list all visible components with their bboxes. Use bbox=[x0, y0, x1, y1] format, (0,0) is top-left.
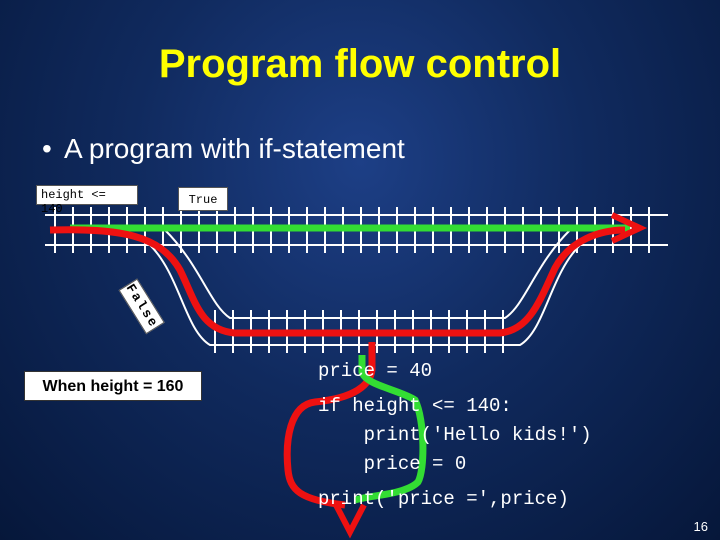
true-arrow-head bbox=[610, 212, 648, 244]
false-path-line bbox=[49, 226, 626, 337]
bullet-dot: • bbox=[42, 133, 52, 164]
code-line-5: print('price =',price) bbox=[318, 488, 569, 510]
code-line-3: print('Hello kids!') bbox=[318, 424, 592, 446]
code-line-2: if height <= 140: bbox=[318, 395, 512, 417]
code-line-4: price = 0 bbox=[318, 453, 467, 475]
code-arrow-head bbox=[333, 503, 367, 539]
slide-title: Program flow control bbox=[158, 42, 562, 86]
code-line-1: price = 40 bbox=[318, 360, 433, 382]
bullet-text: • A program with if-statement bbox=[42, 133, 405, 165]
code-false-path-line bbox=[283, 342, 376, 509]
page-number: 16 bbox=[693, 519, 708, 534]
bullet-label: A program with if-statement bbox=[64, 133, 405, 164]
true-label: True bbox=[178, 187, 228, 211]
code-true-path-line bbox=[353, 355, 427, 504]
when-label: When height = 160 bbox=[24, 371, 202, 401]
condition-label: height <= 140 bbox=[36, 185, 138, 216]
